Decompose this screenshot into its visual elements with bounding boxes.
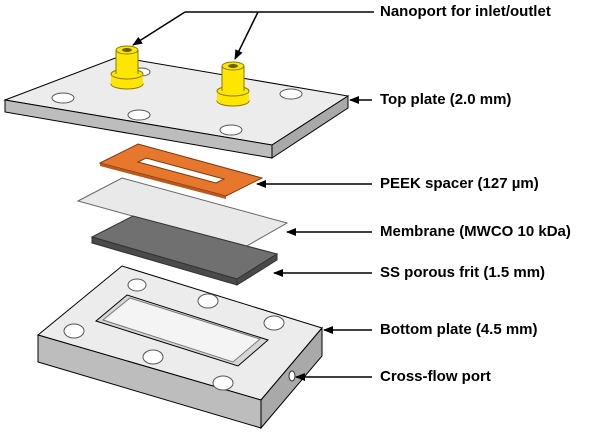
leader-nanoport-right xyxy=(234,11,259,60)
label-peek-spacer: PEEK spacer (127 µm) xyxy=(380,175,539,192)
label-bottom-plate: Bottom plate (4.5 mm) xyxy=(380,321,538,338)
leader-lines xyxy=(132,11,374,381)
cross-flow-port-hole xyxy=(288,370,296,382)
label-nanoport: Nanoport for inlet/outlet xyxy=(380,3,551,20)
bottom-plate xyxy=(36,265,323,430)
label-top-plate: Top plate (2.0 mm) xyxy=(380,91,512,108)
top-plate-right-edge xyxy=(271,95,349,159)
bottom-plate-holes xyxy=(63,278,285,391)
label-frit: SS porous frit (1.5 mm) xyxy=(380,264,546,281)
leader-nanoport-left xyxy=(132,11,186,46)
label-crossflow: Cross-flow port xyxy=(380,368,491,385)
peek-spacer xyxy=(98,143,264,199)
nanoport-left xyxy=(110,45,144,90)
ss-porous-frit xyxy=(90,215,279,286)
top-plate xyxy=(3,56,350,159)
label-membrane: Membrane (MWCO 10 kDa) xyxy=(380,223,571,240)
nanoport-right xyxy=(216,61,250,107)
